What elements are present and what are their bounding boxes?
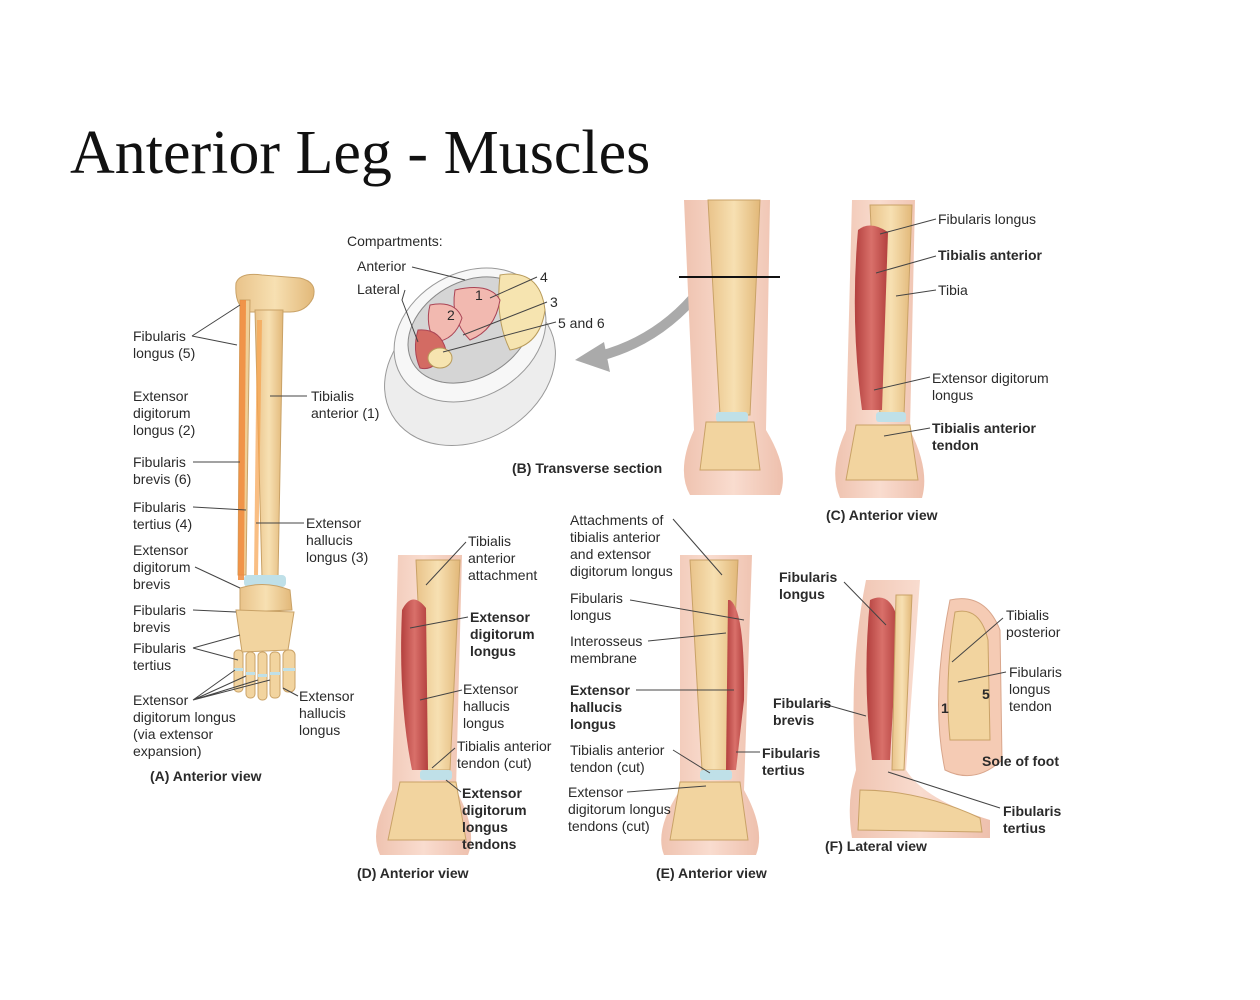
panel-b-leg-art (679, 199, 783, 495)
label-f-fibularis-brevis: Fibularis brevis (773, 695, 832, 728)
label-fibularis-tertius: Fibularis tertius (133, 640, 186, 673)
label-f-tibialis-posterior: Tibialis posterior (1006, 607, 1061, 640)
label-e-attachments: Attachments of tibialis anterior and ext… (570, 512, 673, 579)
panel-e-art (661, 555, 760, 855)
label-c-tibia: Tibia (938, 282, 968, 298)
label-fibularis-brevis-6: Fibularis brevis (6) (133, 454, 192, 487)
label-section-4: 4 (540, 269, 548, 285)
panel-a-art (233, 273, 315, 701)
label-f-digit-1: 1 (941, 700, 949, 716)
label-e-interosseus-membrane: Interosseus membrane (570, 633, 643, 666)
label-extensor-digitorum-brevis: Extensor digitorum brevis (133, 542, 191, 592)
caption-panel-c: (C) Anterior view (826, 507, 938, 523)
label-f-fibularis-longus: Fibularis longus (779, 569, 838, 602)
label-d-extensor-digitorum-longus-tendons: Extensor digitorum longus tendons (462, 785, 527, 852)
label-section-3: 3 (550, 294, 558, 310)
label-section-2: 2 (447, 307, 455, 323)
label-fibularis-tertius-4: Fibularis tertius (4) (133, 499, 193, 532)
label-tibialis-anterior-1: Tibialis anterior (1) (311, 388, 380, 421)
label-d-tibialis-anterior-tendon-cut: Tibialis anterior tendon (cut) (457, 738, 552, 771)
caption-panel-a: (A) Anterior view (150, 768, 262, 784)
label-anterior: Anterior (357, 258, 407, 274)
label-extensor-hallucis-longus-3: Extensor hallucis longus (3) (306, 515, 369, 565)
leader-lines (191, 218, 1007, 809)
label-e-extensor-digitorum-longus-tendons-cut: Extensor digitorum longus tendons (cut) (568, 784, 671, 834)
label-c-fibularis-longus: Fibularis longus (938, 211, 1037, 227)
label-lateral: Lateral (357, 281, 400, 297)
label-section-5-and-6: 5 and 6 (558, 315, 605, 331)
label-d-tibialis-anterior-attachment: Tibialis anterior attachment (468, 533, 538, 583)
label-f-fibularis-tertius: Fibularis tertius (1003, 803, 1062, 836)
label-c-tibialis-anterior: Tibialis anterior (938, 247, 1042, 263)
panel-c-art (835, 200, 925, 498)
label-extensor-digitorum-longus-2: Extensor digitorum longus (2) (133, 388, 196, 438)
label-compartments: Compartments: (347, 233, 443, 249)
caption-panel-b: (B) Transverse section (512, 460, 663, 476)
label-fibularis-brevis: Fibularis brevis (133, 602, 186, 635)
label-c-tibialis-anterior-tendon: Tibialis anterior tendon (932, 420, 1036, 453)
label-c-extensor-digitorum-longus: Extensor digitorum longus (932, 370, 1049, 403)
caption-panel-d: (D) Anterior view (357, 865, 469, 881)
label-d-extensor-hallucis-longus: Extensor hallucis longus (463, 681, 519, 731)
label-e-extensor-hallucis-longus: Extensor hallucis longus (570, 682, 630, 732)
label-extensor-hallucis-longus: Extensor hallucis longus (299, 688, 355, 738)
caption-panel-f: (F) Lateral view (825, 838, 927, 854)
label-section-1: 1 (475, 287, 483, 303)
label-f-digit-5: 5 (982, 686, 990, 702)
label-e-fibularis-longus: Fibularis longus (570, 590, 623, 623)
panel-f-art (849, 580, 1003, 838)
label-e-tibialis-anterior-tendon-cut: Tibialis anterior tendon (cut) (570, 742, 665, 775)
label-e-fibularis-tertius: Fibularis tertius (762, 745, 821, 778)
label-extensor-digitorum-longus-expansion: Extensor digitorum longus (via extensor … (133, 692, 236, 759)
label-d-extensor-digitorum-longus: Extensor digitorum longus (470, 609, 535, 659)
page-title: Anterior Leg - Muscles (70, 119, 651, 187)
panel-b-art (384, 267, 704, 446)
caption-panel-e: (E) Anterior view (656, 865, 767, 881)
label-f-fibularis-longus-tendon: Fibularis longus tendon (1009, 664, 1062, 714)
panel-d-art (376, 555, 472, 855)
label-f-sole-of-foot: Sole of foot (982, 753, 1059, 769)
label-fibularis-longus-5: Fibularis longus (5) (133, 328, 196, 361)
